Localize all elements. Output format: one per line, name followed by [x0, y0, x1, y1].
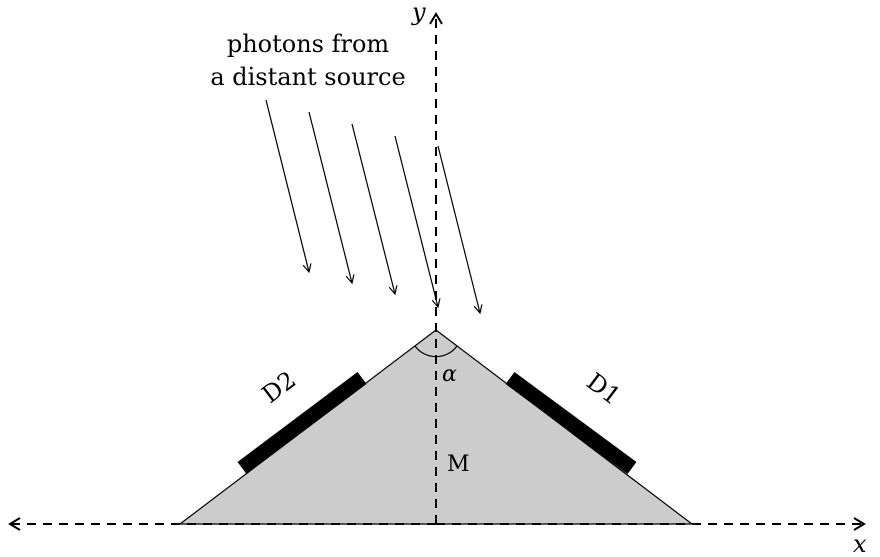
mass-label: M [447, 452, 470, 477]
photon-ray-2 [308, 111, 352, 283]
y-axis-label: y [411, 0, 426, 26]
photon-ray-5 [437, 145, 480, 313]
photon-ray-1 [265, 99, 309, 272]
photons-label-line1: photons from [227, 30, 390, 58]
detector-d1 [505, 371, 637, 475]
detector-d1-label: D1 [581, 367, 625, 410]
detector-d2-label: D2 [257, 366, 301, 409]
photon-ray-4 [394, 135, 438, 307]
angle-alpha-label: α [442, 362, 457, 387]
x-axis-label: x [853, 530, 867, 557]
detector-d2 [237, 372, 367, 474]
photons-label-line2: a distant source [210, 63, 405, 91]
photon-ray-3 [351, 123, 395, 294]
